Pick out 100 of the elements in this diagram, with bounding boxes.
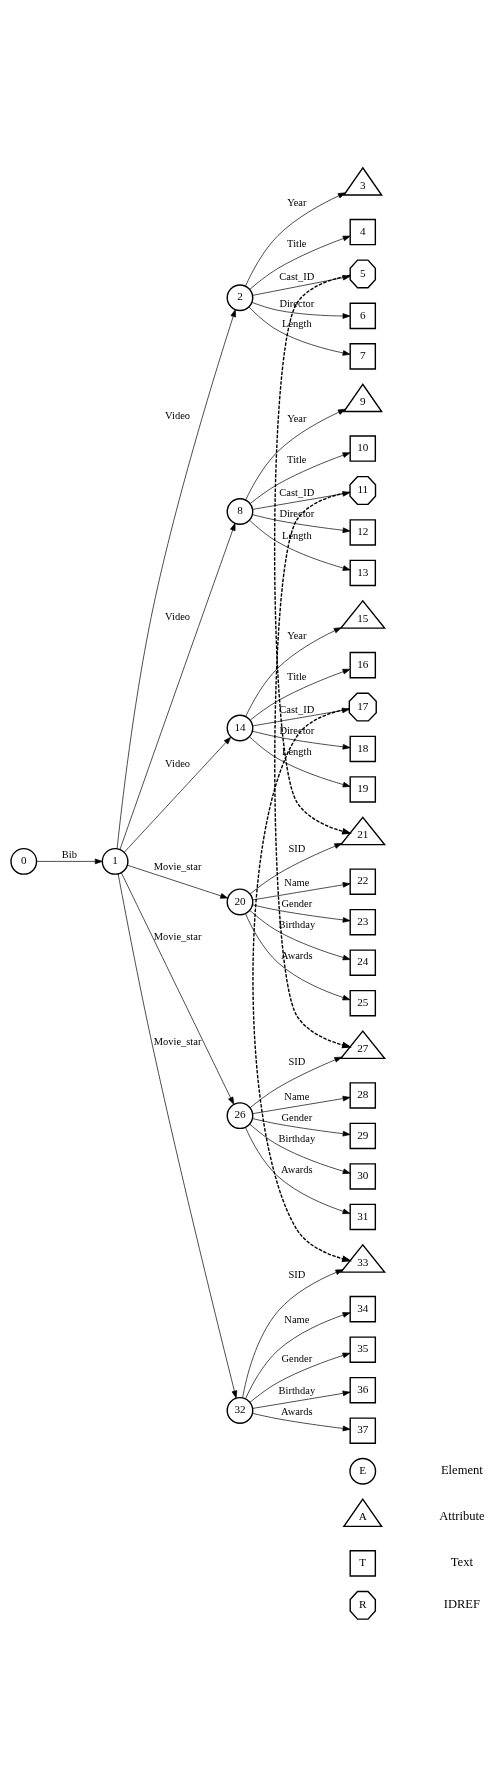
arrow (252, 882, 351, 901)
node-circle: 14 (226, 714, 254, 742)
node-circle: E (349, 1457, 377, 1485)
edge-label: SID (288, 1056, 306, 1068)
legend-label: Attribute (439, 1509, 485, 1524)
node-circle: 20 (226, 888, 254, 916)
edge-label: Birthday (278, 918, 316, 930)
arrow (252, 707, 350, 727)
edge-label: Name (284, 1314, 310, 1326)
arrow (274, 491, 352, 1049)
edge-label: Cast_ID (279, 487, 315, 499)
node-box: 25 (349, 989, 377, 1017)
arrow (251, 302, 351, 319)
edge-label: Movie_star (153, 1036, 202, 1048)
arrow (252, 708, 352, 1263)
arrow (245, 627, 342, 717)
node-box: 13 (349, 559, 377, 587)
arrow (252, 491, 351, 510)
arrow (245, 1312, 351, 1400)
edge-label: SID (288, 842, 306, 854)
node-box: 23 (349, 908, 377, 936)
arrow (249, 843, 343, 895)
arrow (117, 873, 238, 1399)
arrow (273, 274, 352, 835)
arrow (249, 1352, 351, 1403)
node-box: 24 (349, 949, 377, 976)
edge-label: Gender (281, 1353, 313, 1365)
arrow (245, 1126, 351, 1215)
node-box: 16 (349, 651, 377, 679)
edge-label: Year (287, 413, 307, 425)
arrow (242, 1269, 344, 1399)
arrow (252, 1095, 351, 1114)
node-box: 12 (349, 519, 377, 546)
edge-label: Name (284, 876, 310, 888)
edge-label: Title (287, 670, 307, 682)
edge-label: Director (279, 508, 315, 520)
arrow (252, 904, 351, 923)
arrow (250, 668, 351, 721)
arrow (249, 1123, 351, 1174)
arrow (119, 523, 236, 850)
edge-label: Birthday (278, 1385, 316, 1397)
legend-label: Element (440, 1463, 483, 1478)
edge-label: Video (165, 758, 191, 770)
node-box: 36 (349, 1376, 377, 1404)
arrow (249, 235, 351, 290)
legend-label: Text (450, 1555, 473, 1570)
arrow (249, 910, 351, 961)
edge-label: Video (165, 610, 191, 622)
edge-label: Awards (281, 1163, 313, 1175)
arrow (36, 858, 103, 865)
edge-label: Title (287, 238, 307, 250)
arrow (245, 192, 346, 287)
edge-label: Cast_ID (279, 703, 315, 715)
edge-label: Title (287, 454, 307, 466)
edge-label: SID (288, 1269, 306, 1281)
node-box: 4 (349, 218, 377, 246)
edge-label: Director (279, 297, 315, 309)
arrow (127, 864, 228, 899)
arrow (252, 1390, 351, 1409)
edge-label: Gender (281, 897, 313, 909)
edge-label: Length (282, 529, 312, 541)
edge-label: Birthday (278, 1132, 316, 1144)
node-circle: 26 (226, 1102, 254, 1130)
arrow (121, 872, 235, 1105)
node-circle: 0 (10, 847, 38, 875)
edge-label: Year (287, 196, 307, 208)
arrow (252, 274, 351, 296)
edge-label: Movie_star (153, 930, 202, 942)
node-box: 28 (349, 1082, 377, 1109)
node-box: 19 (349, 776, 377, 803)
node-box: 10 (349, 435, 377, 462)
arrow (249, 519, 351, 571)
arrow (249, 1056, 343, 1109)
arrow (245, 913, 351, 1001)
edge-label: Awards (281, 1406, 313, 1418)
node-circle: 32 (226, 1396, 254, 1424)
node-box: 7 (349, 343, 377, 370)
arrow (250, 452, 351, 504)
node-box: 30 (349, 1163, 377, 1190)
edge-label: Cast_ID (279, 271, 315, 283)
node-box: 35 (349, 1336, 377, 1363)
edge-label: Year (287, 629, 307, 641)
edge-label: Awards (281, 950, 313, 962)
node-box: 6 (349, 302, 377, 330)
node-box: 22 (349, 868, 377, 895)
arrow (252, 1413, 351, 1432)
node-circle: 1 (101, 847, 129, 875)
arrow (252, 1118, 351, 1137)
node-box: 37 (349, 1417, 377, 1444)
node-circle: 8 (226, 498, 254, 525)
node-box: T (349, 1550, 377, 1577)
legend-label: IDREF (443, 1597, 481, 1612)
edge-label: Length (282, 318, 312, 330)
edge-label: Gender (281, 1111, 313, 1123)
edge-label: Bib (61, 848, 78, 860)
edge-label: Name (284, 1090, 310, 1102)
node-box: 29 (349, 1122, 377, 1150)
node-box: 31 (349, 1203, 377, 1231)
arrow (248, 306, 351, 356)
node-box: 34 (349, 1295, 377, 1323)
